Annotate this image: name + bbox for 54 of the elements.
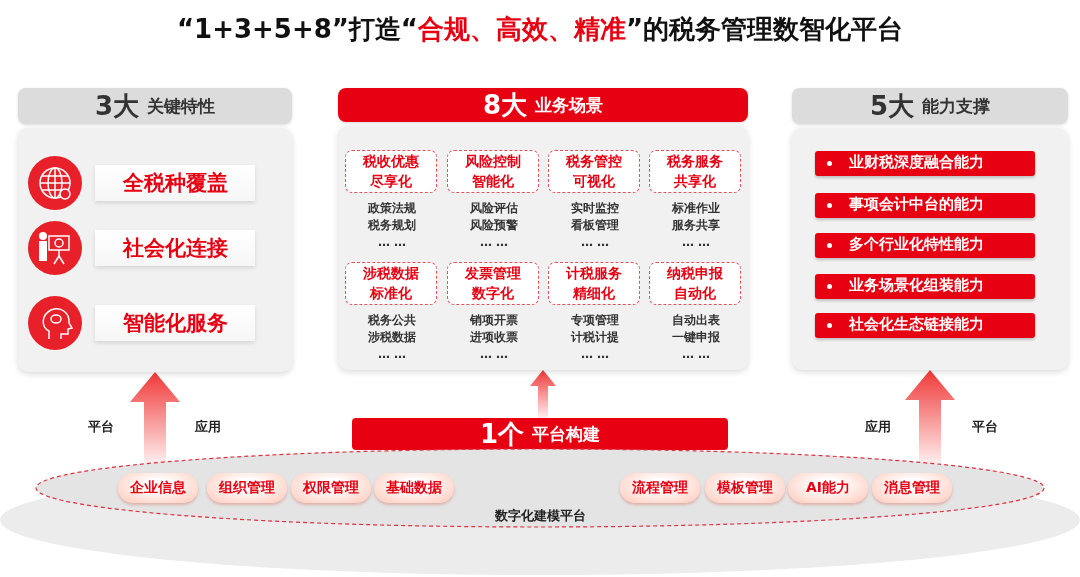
- up-arrow: [905, 370, 955, 465]
- heading-number: 1个: [479, 417, 525, 451]
- platform-name: 数字化建模平台: [493, 507, 587, 525]
- up-arrow: [530, 370, 556, 418]
- arrow-label: 平台: [88, 418, 114, 436]
- heading-number: 5大: [869, 89, 915, 123]
- feature-label: 智能化服务: [95, 305, 255, 341]
- module-pill: 消息管理: [872, 473, 952, 503]
- panel: [792, 128, 1068, 370]
- up-arrow: [130, 372, 180, 465]
- scenario-detail: 销项开票 进项收票 … …: [469, 312, 519, 363]
- module-pill: AI能力: [788, 473, 868, 503]
- capability-text: 事项会计中台的能力: [849, 195, 984, 214]
- heading-bar: [338, 88, 748, 122]
- scenario-detail: 税务公共 涉税数据 … …: [367, 312, 417, 363]
- heading-bar: [792, 88, 1068, 124]
- capability-text: 业务场景化组装能力: [849, 276, 984, 295]
- heading-text: 平台构建: [532, 422, 601, 446]
- scenario-detail: 自动出表 一键申报 … …: [671, 312, 721, 363]
- heading-number: 3大: [94, 89, 140, 123]
- scenario-detail: 标准作业 服务共享 … …: [671, 200, 721, 251]
- panel: [338, 126, 748, 370]
- heading-number: 8大: [482, 88, 528, 122]
- platform-ellipse: [35, 448, 1045, 528]
- capability-text: 社会化生态链接能力: [849, 315, 984, 334]
- arrow-label: 平台: [972, 418, 998, 436]
- heading-text: 关键特性: [147, 94, 216, 118]
- title: “1+3+5+8”打造“合规、高效、精准”的税务管理数智化平台: [175, 13, 905, 46]
- feature-label: 社会化连接: [95, 230, 255, 266]
- capability-bar: [815, 193, 1035, 218]
- heading-text: 业务场景: [535, 93, 604, 117]
- capability-bar: [815, 151, 1035, 176]
- module-pill: 权限管理: [291, 473, 371, 503]
- scenario-detail: 专项管理 计税计提 … …: [569, 312, 620, 363]
- platform-bar: [352, 418, 728, 450]
- scenario-detail: 实时监控 看板管理 … …: [570, 200, 620, 251]
- feature-label: 全税种覆盖: [95, 165, 255, 201]
- capability-bar: [815, 274, 1035, 299]
- scenario-detail: 风险评估 风险预警 … …: [469, 200, 519, 251]
- capability-text: 多个行业化特性能力: [849, 235, 984, 254]
- capability-bar: [815, 313, 1035, 338]
- module-pill: 基础数据: [374, 473, 454, 503]
- module-pill: 模板管理: [705, 473, 785, 503]
- panel: [18, 128, 292, 372]
- arrow-label: 应用: [865, 418, 891, 436]
- arrow-label: 应用: [195, 418, 221, 436]
- module-pill: 流程管理: [620, 473, 700, 503]
- heading-bar: [18, 88, 292, 124]
- scenario-detail: 政策法规 税务规划 … …: [367, 200, 417, 251]
- module-pill: 组织管理: [207, 473, 287, 503]
- capability-text: 业财税深度融合能力: [849, 153, 984, 172]
- heading-text: 能力支撑: [922, 94, 991, 118]
- module-pill: 企业信息: [118, 473, 198, 503]
- capability-bar: [815, 233, 1035, 258]
